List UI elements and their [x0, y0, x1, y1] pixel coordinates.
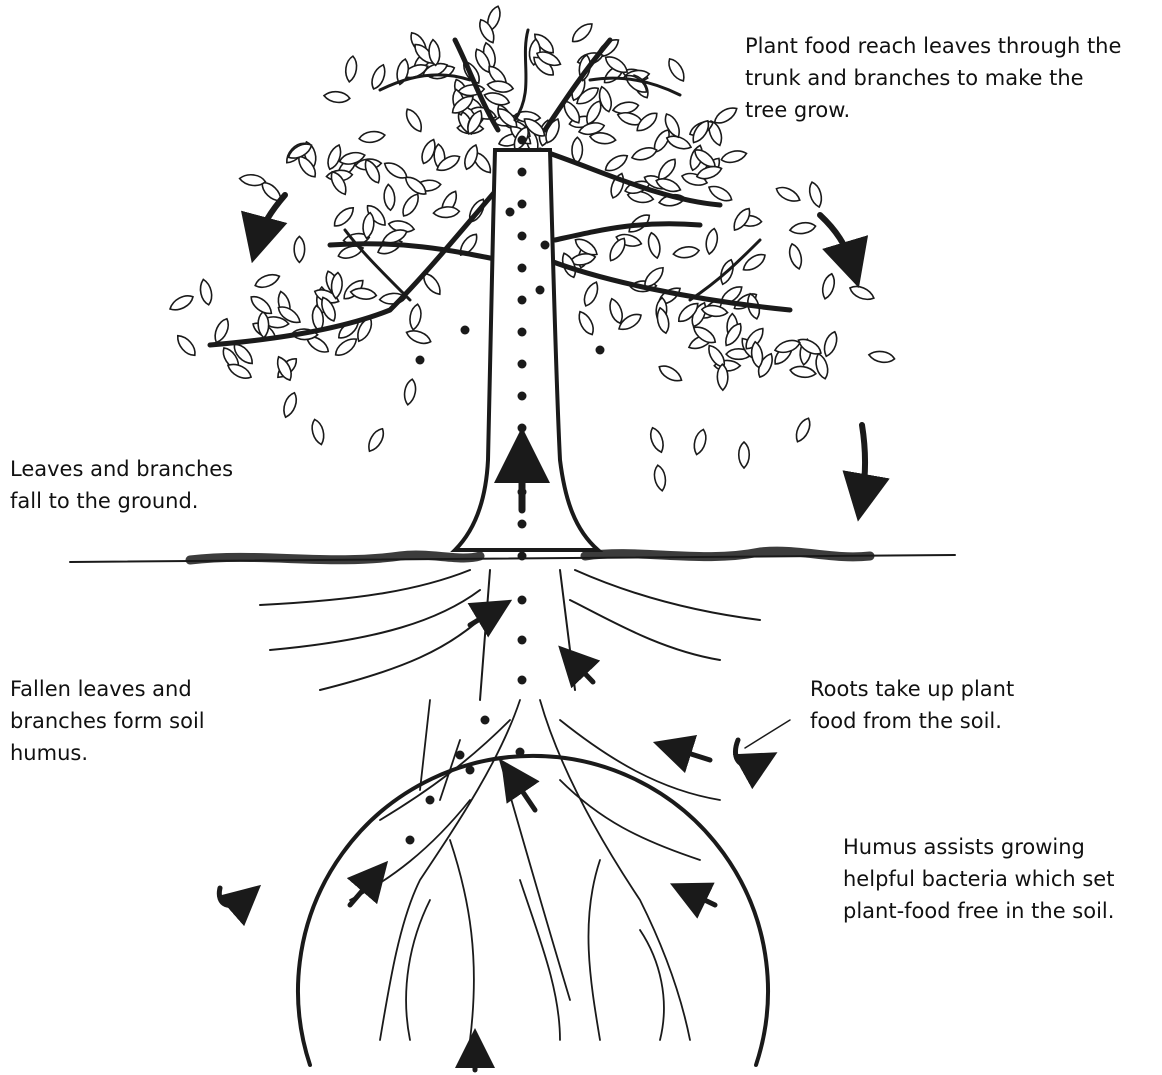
flow-dot [518, 232, 527, 241]
humus-formation-label: Fallen leaves and branches form soil hum… [10, 673, 240, 769]
leaf [294, 236, 305, 262]
falling-leaf [648, 426, 667, 454]
leaf [212, 317, 232, 345]
flow-dot [416, 356, 425, 365]
flow-dot [506, 208, 515, 217]
leaf [704, 228, 719, 256]
leaf [717, 364, 728, 390]
leaf [673, 245, 700, 259]
shallow-roots [260, 570, 760, 700]
flow-dot [518, 328, 527, 337]
falling-leaf [653, 464, 668, 491]
leaf [569, 20, 595, 45]
flow-dot [516, 748, 525, 757]
leaf [332, 335, 359, 359]
flow-dot [518, 296, 527, 305]
leaf [168, 292, 196, 313]
leaf [821, 330, 839, 358]
flow-dot [461, 326, 470, 335]
root-uptake-label: Roots take up plant food from the soil. [810, 673, 1070, 737]
flow-dot [518, 392, 527, 401]
leaf [487, 79, 514, 93]
leaf [403, 106, 425, 134]
leaf [720, 148, 748, 164]
leaf [868, 350, 895, 364]
leaf [787, 242, 804, 270]
leaf [848, 283, 876, 303]
flow-dot [518, 200, 527, 209]
flow-dot [518, 596, 527, 605]
leaf [239, 173, 266, 187]
falling-leaf [281, 391, 300, 419]
leaf [603, 151, 631, 174]
falling-leaf [739, 442, 750, 468]
leaf [382, 159, 410, 182]
leaf [807, 181, 824, 209]
bacteria-label: Humus assists growing helpful bacteria w… [843, 831, 1158, 927]
leaf [820, 272, 837, 300]
flow-dot [541, 241, 550, 250]
falling-leaf [692, 428, 709, 456]
soil-arrows [219, 610, 760, 1070]
leaf [344, 55, 358, 82]
leaf [408, 303, 423, 330]
flow-dot [426, 796, 435, 805]
leaf [706, 183, 734, 205]
leaf [253, 271, 281, 290]
leaf [323, 90, 350, 103]
flow-dot [596, 346, 605, 355]
leaf-fall-label: Leaves and branches fall to the ground. [10, 453, 290, 517]
flow-dot [518, 520, 527, 529]
leaf [174, 332, 199, 359]
leaf [331, 204, 357, 230]
flow-dot [518, 360, 527, 369]
root-uptake-pointer [745, 720, 790, 748]
tree-trunk [416, 136, 605, 561]
flow-dot [466, 766, 475, 775]
leaf [581, 280, 601, 308]
leaf [575, 309, 596, 337]
deep-roots [350, 700, 720, 1040]
leaf [789, 221, 816, 235]
nutrient-flow-label: Plant food reach leaves through the trun… [745, 30, 1155, 126]
flow-dot [481, 716, 490, 725]
flow-dot [518, 168, 527, 177]
flow-dot [456, 751, 465, 760]
leaf [358, 130, 385, 144]
falling-leaf [310, 418, 327, 446]
leaf [198, 278, 214, 306]
falling-leaf [793, 416, 814, 444]
leaf [399, 191, 422, 219]
leaf [712, 104, 740, 127]
flow-dot [406, 836, 415, 845]
leaf [433, 206, 460, 218]
leaf [383, 184, 396, 211]
falling-leaf [365, 426, 387, 454]
leaf [774, 184, 802, 205]
flow-dot [518, 676, 527, 685]
leaf [646, 232, 662, 260]
soil-circle [298, 720, 790, 1065]
flow-dot [376, 866, 385, 875]
ground-line [70, 551, 955, 562]
falling-leaf [403, 378, 418, 405]
leaf [405, 327, 433, 346]
flow-dot [518, 636, 527, 645]
leaf [665, 56, 688, 84]
leaf [657, 362, 685, 384]
leaf [813, 352, 830, 380]
leaf [789, 365, 816, 379]
flow-dot [518, 264, 527, 273]
flow-dot [518, 424, 527, 433]
flow-dot [536, 286, 545, 295]
flow-dot [518, 136, 527, 145]
